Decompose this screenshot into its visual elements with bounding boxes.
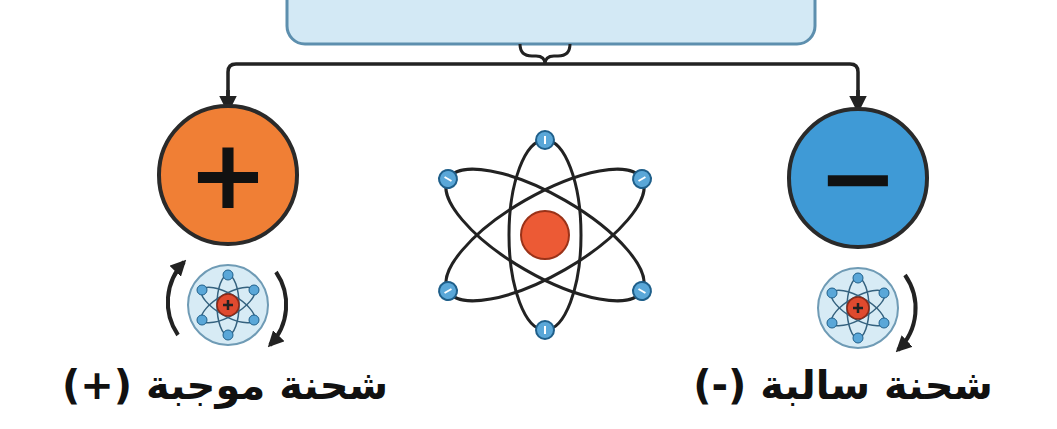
small-atom [188,265,268,345]
charge-label: شحنة موجبة (+) [62,362,388,408]
brace [520,44,570,64]
charge-sign: − [818,130,898,226]
top-box [287,0,815,44]
split-line [228,64,858,108]
rotation-arrow [898,275,916,350]
negative-charge-circle: − [787,107,928,248]
rotation-arrow [270,272,286,345]
atom-illustration [420,131,670,339]
charge-label: شحنة سالبة (-) [693,362,993,408]
rotation-arrow [168,262,184,335]
small-atom [818,268,898,348]
positive-charge-circle: + [157,104,298,245]
charge-sign: + [188,127,268,223]
